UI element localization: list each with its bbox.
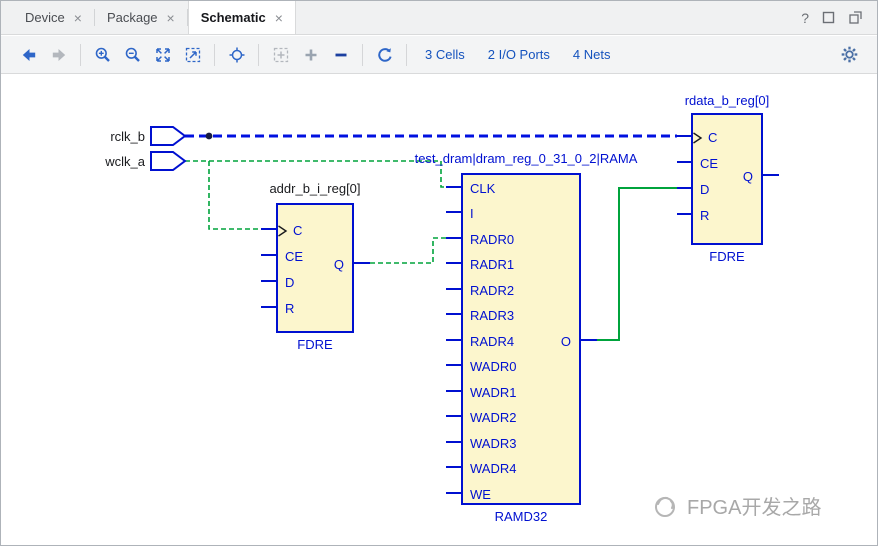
forward-arrow-icon — [50, 46, 68, 64]
pin-label[interactable]: RADR0 — [463, 232, 579, 248]
toolbar-separator — [362, 44, 363, 66]
tabbar-spacer — [296, 1, 801, 34]
watermark-text: FPGA开发之路 — [687, 491, 821, 520]
zoom-in-icon — [94, 46, 112, 64]
nets-count-link[interactable]: 4 Nets — [573, 47, 611, 62]
close-icon[interactable]: × — [74, 10, 82, 26]
pin-label[interactable]: R — [278, 301, 352, 317]
tab-package-label: Package — [107, 10, 158, 25]
tab-schematic-label: Schematic — [201, 10, 266, 25]
gear-icon — [840, 45, 859, 64]
pin-label[interactable]: WADR4 — [463, 461, 579, 477]
cell-type-label: RAMD32 — [461, 509, 581, 524]
minus-icon — [332, 46, 350, 64]
watermark-logo-icon — [651, 492, 679, 520]
cell-name-label: test_dram|dram_reg_0_31_0_2|RAMA — [386, 151, 666, 166]
zoom-to-selection-icon — [184, 46, 202, 64]
back-button[interactable] — [15, 42, 42, 68]
tab-device[interactable]: Device × — [13, 1, 94, 34]
pin-label[interactable]: RADR2 — [463, 283, 579, 299]
expand-cone-add-button[interactable] — [297, 42, 324, 68]
cell-ramd32[interactable]: CLK I RADR0 RADR1 RADR2 RADR3 RADR4 WADR… — [461, 173, 581, 505]
tab-package[interactable]: Package × — [95, 1, 187, 34]
pin-label[interactable]: R — [693, 208, 761, 224]
autofit-selection-icon — [228, 46, 246, 64]
toolbar-separator — [80, 44, 81, 66]
port-rclk-b-label[interactable]: rclk_b — [59, 129, 145, 144]
tab-schematic[interactable]: Schematic × — [188, 1, 296, 34]
zoom-in-button[interactable] — [89, 42, 116, 68]
pin-label[interactable]: WADR0 — [463, 359, 579, 375]
selection-frame-icon — [272, 46, 290, 64]
cell-rdata-b-reg[interactable]: C CE D R Q — [691, 113, 763, 245]
pin-label[interactable]: C — [693, 130, 761, 146]
regenerate-layout-button[interactable] — [371, 42, 398, 68]
help-icon[interactable]: ? — [801, 10, 809, 26]
forward-button[interactable] — [45, 42, 72, 68]
autofit-selection-button[interactable] — [223, 42, 250, 68]
refresh-icon — [376, 46, 394, 64]
zoom-to-selection-button[interactable] — [179, 42, 206, 68]
pin-label[interactable]: RADR3 — [463, 308, 579, 324]
pin-label[interactable]: Q — [278, 257, 352, 273]
cell-addr-b-i-reg[interactable]: C CE D R Q — [276, 203, 354, 333]
pin-label[interactable]: C — [278, 223, 352, 239]
cell-type-label: FDRE — [645, 249, 809, 264]
pin-label[interactable]: I — [463, 206, 579, 222]
tab-bar: Device × Package × Schematic × ? — [1, 1, 877, 35]
plus-icon — [302, 46, 320, 64]
cell-name-label: addr_b_i_reg[0] — [233, 181, 397, 196]
watermark: FPGA开发之路 — [651, 491, 821, 520]
selection-frame-button[interactable] — [267, 42, 294, 68]
zoom-fit-button[interactable] — [149, 42, 176, 68]
expand-cone-remove-button[interactable] — [327, 42, 354, 68]
tab-device-label: Device — [25, 10, 65, 25]
toolbar-separator — [214, 44, 215, 66]
pin-label[interactable]: D — [278, 275, 352, 291]
zoom-out-button[interactable] — [119, 42, 146, 68]
pin-label[interactable]: Q — [693, 169, 761, 185]
io-ports-count-link[interactable]: 2 I/O Ports — [488, 47, 550, 62]
cells-count-link[interactable]: 3 Cells — [425, 47, 465, 62]
cell-name-label: rdata_b_reg[0] — [645, 93, 809, 108]
pin-label[interactable]: O — [463, 334, 579, 350]
close-icon[interactable]: × — [167, 10, 175, 26]
pin-label[interactable]: WADR3 — [463, 436, 579, 452]
pin-label[interactable]: WE — [463, 487, 579, 503]
port-wclk-a-label[interactable]: wclk_a — [59, 154, 145, 169]
zoom-out-icon — [124, 46, 142, 64]
pin-label[interactable]: CLK — [463, 181, 579, 197]
pin-label[interactable]: RADR1 — [463, 257, 579, 273]
pin-label[interactable]: WADR2 — [463, 410, 579, 426]
toolbar-separator — [258, 44, 259, 66]
cell-type-label: FDRE — [233, 337, 397, 352]
schematic-toolbar: 3 Cells 2 I/O Ports 4 Nets — [1, 36, 877, 74]
settings-gear-button[interactable] — [836, 42, 863, 68]
back-arrow-icon — [20, 46, 38, 64]
toolbar-separator — [406, 44, 407, 66]
maximize-icon[interactable] — [821, 10, 836, 25]
float-window-icon[interactable] — [848, 10, 863, 25]
close-icon[interactable]: × — [275, 10, 283, 26]
pin-label[interactable]: WADR1 — [463, 385, 579, 401]
window-controls: ? — [801, 1, 877, 34]
zoom-fit-icon — [154, 46, 172, 64]
